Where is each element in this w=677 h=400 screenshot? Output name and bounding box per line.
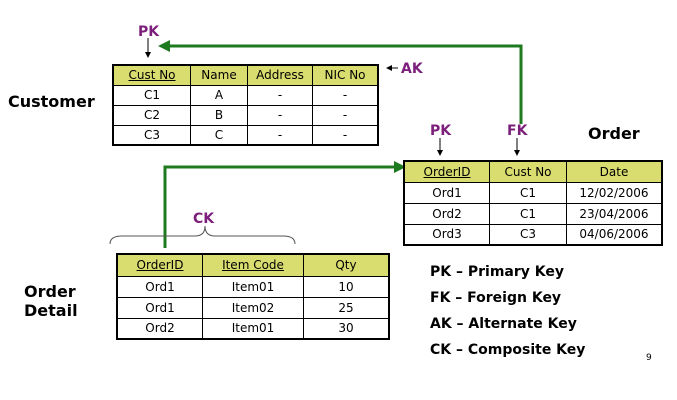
legend-ck: CK – Composite Key bbox=[430, 342, 586, 358]
table-cell: B bbox=[190, 104, 248, 126]
legend-pk: PK – Primary Key bbox=[430, 264, 564, 280]
table-cell: 25 bbox=[303, 296, 390, 319]
table-header: NIC No bbox=[312, 64, 379, 86]
table-header: Cust No bbox=[489, 160, 567, 183]
table-cell: C3 bbox=[489, 223, 567, 246]
table-header: Qty bbox=[303, 253, 390, 277]
table-cell: Item01 bbox=[202, 317, 304, 340]
table-cell: A bbox=[190, 84, 248, 106]
table-row: Ord1 Item01 10 bbox=[116, 275, 390, 298]
table-cell: 30 bbox=[303, 317, 390, 340]
legend-ak: AK – Alternate Key bbox=[430, 316, 577, 332]
order-detail-label-line1: Order bbox=[24, 282, 76, 301]
table-cell: - bbox=[312, 124, 379, 146]
table-cell: Ord1 bbox=[403, 181, 490, 204]
table-cell: 23/04/2006 bbox=[566, 202, 663, 225]
table-cell: Ord3 bbox=[403, 223, 490, 246]
order-detail-entity-label: Order Detail bbox=[24, 282, 78, 320]
table-cell: Item01 bbox=[202, 275, 304, 298]
table-row: C1 A - - bbox=[112, 84, 379, 106]
table-header: Address bbox=[247, 64, 313, 86]
order-pk-label: PK bbox=[430, 123, 452, 139]
legend-fk: FK – Foreign Key bbox=[430, 290, 562, 306]
page-number: 9 bbox=[646, 353, 652, 363]
table-header: OrderID bbox=[403, 160, 490, 183]
table-cell: - bbox=[312, 104, 379, 126]
table-row: C3 C - - bbox=[112, 124, 379, 146]
table-cell: C3 bbox=[112, 124, 191, 146]
table-cell: C2 bbox=[112, 104, 191, 126]
order-detail-table: OrderID Item Code Qty Ord1 Item01 10 Ord… bbox=[116, 253, 390, 340]
order-entity-label: Order bbox=[588, 124, 640, 143]
table-cell: Ord1 bbox=[116, 296, 203, 319]
table-header: Name bbox=[190, 64, 248, 86]
table-cell: C bbox=[190, 124, 248, 146]
table-row: Ord1 C1 12/02/2006 bbox=[403, 181, 663, 204]
table-cell: Ord2 bbox=[116, 317, 203, 340]
table-cell: - bbox=[247, 104, 313, 126]
table-cell: C1 bbox=[489, 202, 567, 225]
table-cell: 04/06/2006 bbox=[566, 223, 663, 246]
table-cell: C1 bbox=[489, 181, 567, 204]
table-row: Ord2 Item01 30 bbox=[116, 317, 390, 340]
detail-ck-label: CK bbox=[193, 211, 215, 227]
table-cell: - bbox=[247, 84, 313, 106]
table-cell: Ord1 bbox=[116, 275, 203, 298]
customer-entity-label: Customer bbox=[8, 92, 95, 111]
table-row: Ord1 Item02 25 bbox=[116, 296, 390, 319]
table-cell: - bbox=[247, 124, 313, 146]
table-cell: 10 bbox=[303, 275, 390, 298]
table-header: OrderID bbox=[116, 253, 203, 277]
table-cell: - bbox=[312, 84, 379, 106]
table-header: Item Code bbox=[202, 253, 304, 277]
table-row: C2 B - - bbox=[112, 104, 379, 126]
table-header: Date bbox=[566, 160, 663, 183]
table-row: Ord2 C1 23/04/2006 bbox=[403, 202, 663, 225]
table-row: Ord3 C3 04/06/2006 bbox=[403, 223, 663, 246]
customer-pk-label: PK bbox=[138, 24, 160, 40]
customer-table: Cust No Name Address NIC No C1 A - - C2 … bbox=[112, 64, 379, 146]
table-header: Cust No bbox=[112, 64, 191, 86]
table-cell: 12/02/2006 bbox=[566, 181, 663, 204]
customer-ak-label: AK bbox=[401, 61, 423, 77]
table-cell: Ord2 bbox=[403, 202, 490, 225]
order-fk-label: FK bbox=[507, 123, 528, 139]
table-cell: C1 bbox=[112, 84, 191, 106]
order-detail-label-line2: Detail bbox=[24, 301, 78, 320]
table-cell: Item02 bbox=[202, 296, 304, 319]
order-table: OrderID Cust No Date Ord1 C1 12/02/2006 … bbox=[403, 160, 663, 246]
